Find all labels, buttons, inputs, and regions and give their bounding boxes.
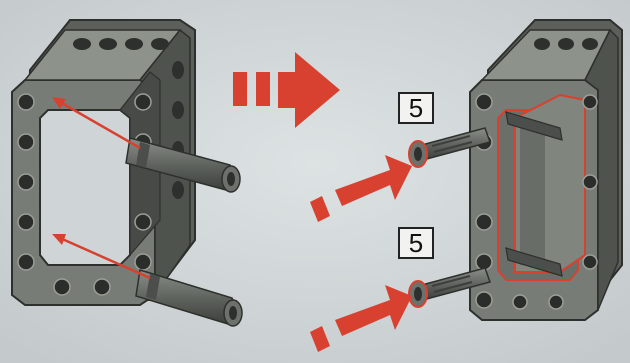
right-assembled-frame — [470, 20, 622, 320]
quantity-callout-lower: 5 — [398, 227, 434, 259]
quantity-callout-upper: 5 — [398, 92, 434, 124]
